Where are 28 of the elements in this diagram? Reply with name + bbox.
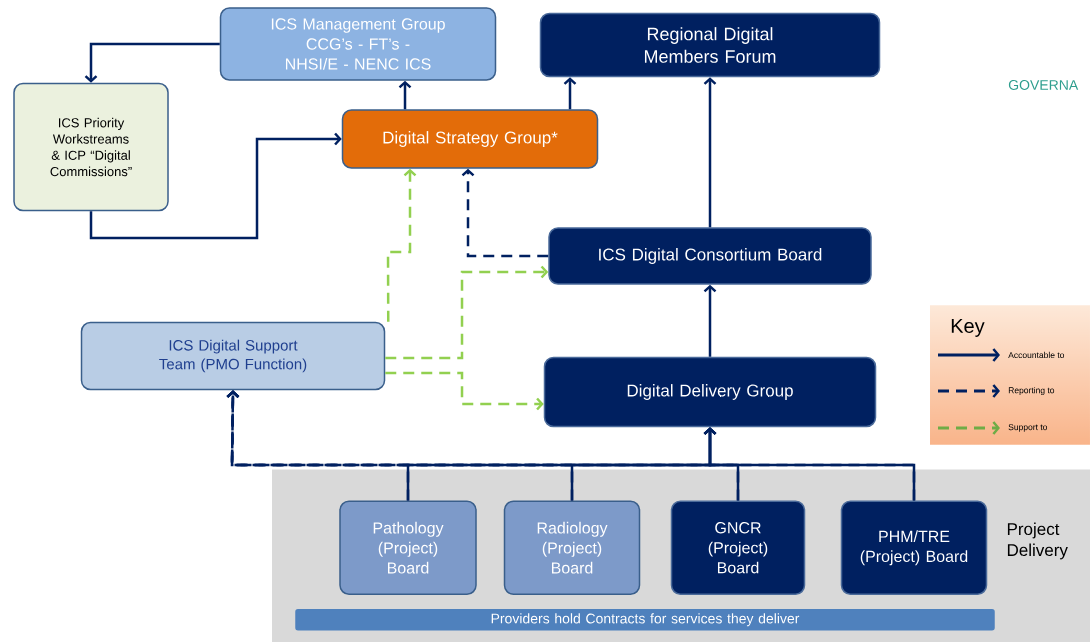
forum-box: Regional Digital Members Forum xyxy=(539,12,881,78)
dashed-arrow xyxy=(385,371,544,411)
group-box: ICS Management Group CCG’s - FT’s - NHSI/E - NENC ICS xyxy=(219,7,497,81)
team-box: ICS Digital Support Team (PMO Function) xyxy=(80,321,386,391)
arrow xyxy=(89,132,342,240)
project-board-box: GNCR (Project) Board xyxy=(670,500,806,595)
project-board-box: Radiology (Project) Board xyxy=(503,500,641,595)
legend-text: Support to xyxy=(1008,424,1048,432)
dashed-arrow xyxy=(385,265,549,360)
workstream-box: ICS Priority Workstreams & ICP “Digital Commissions” xyxy=(13,82,169,212)
dashed-arrow xyxy=(386,168,417,322)
arrow xyxy=(84,42,220,83)
project-board-box: Pathology (Project) Board xyxy=(339,500,477,595)
heading-text: GOVERNA xyxy=(1008,80,1079,90)
contracts-bar: Providers hold Contracts for services they deliver xyxy=(295,609,995,631)
arrow xyxy=(703,77,717,228)
arrow xyxy=(703,427,916,501)
group-box: Digital Strategy Group* xyxy=(341,109,599,169)
arrow xyxy=(398,80,412,110)
legend-text: Reporting to xyxy=(1008,387,1055,395)
arrow xyxy=(703,284,717,357)
dashed-arrow xyxy=(461,168,549,258)
legend-text: Accountable to xyxy=(1008,351,1065,359)
project-board-box: PHM/TRE (Project) Board xyxy=(840,500,988,595)
board-box: ICS Digital Consortium Board xyxy=(548,227,872,285)
arrow xyxy=(563,77,577,110)
group-box: Digital Delivery Group xyxy=(543,356,877,428)
key-title: Key xyxy=(951,319,985,337)
